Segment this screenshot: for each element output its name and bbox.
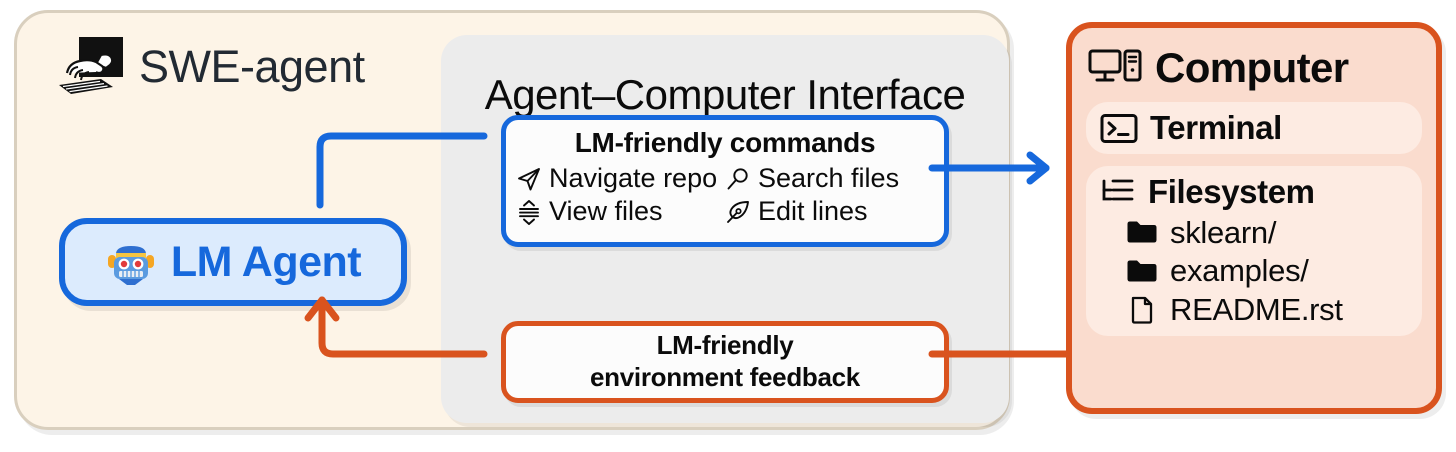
search-icon xyxy=(725,166,751,192)
command-label: Navigate repo xyxy=(549,163,718,193)
pen-nib-icon xyxy=(725,199,751,225)
filesystem-entry[interactable]: examples/ xyxy=(1100,253,1408,289)
terminal-prompt-icon xyxy=(1100,113,1138,144)
terminal-label: Terminal xyxy=(1150,109,1282,146)
command-label: Search files xyxy=(758,163,900,193)
computer-header: Computer xyxy=(1088,46,1436,90)
lm-agent-node[interactable]: LM Agent xyxy=(59,218,407,306)
filesystem-label: Filesystem xyxy=(1148,173,1315,211)
aci-title: Agent–Computer Interface xyxy=(484,71,966,118)
desktop-tower-icon xyxy=(1088,46,1142,90)
swe-agent-panel: SWE-agent Agent–Computer Interface xyxy=(14,10,1010,430)
navigate-icon xyxy=(516,166,542,192)
folder-icon xyxy=(1126,258,1158,284)
lm-friendly-feedback-box: LM-friendly environment feedback xyxy=(501,321,949,403)
filesystem-entry-name: examples/ xyxy=(1170,253,1309,289)
command-view-files[interactable]: View files xyxy=(516,196,725,227)
filesystem-entry-name: sklearn/ xyxy=(1170,214,1277,250)
lm-agent-label: LM Agent xyxy=(170,237,362,286)
computer-title: Computer xyxy=(1155,44,1349,91)
filesystem-entries: sklearn/ examples/ xyxy=(1100,215,1408,328)
command-search-files[interactable]: Search files xyxy=(725,163,934,194)
commands-box-title: LM-friendly commands xyxy=(574,127,876,158)
monitor-hand-keyboard-icon xyxy=(57,35,125,97)
filesystem-pill[interactable]: Filesystem sklearn/ xyxy=(1086,166,1422,336)
filesystem-header: Filesystem xyxy=(1100,173,1408,211)
view-scroll-icon xyxy=(516,199,542,225)
robot-emoji-icon xyxy=(105,236,157,288)
swe-agent-header: SWE-agent xyxy=(57,35,365,97)
folder-icon xyxy=(1126,219,1158,245)
command-navigate-repo[interactable]: Navigate repo xyxy=(516,163,725,194)
command-label: View files xyxy=(549,196,663,227)
swe-agent-title: SWE-agent xyxy=(139,40,365,92)
file-icon xyxy=(1126,296,1158,324)
command-edit-lines[interactable]: Edit lines xyxy=(725,196,934,227)
lm-friendly-commands-box: LM-friendly commands Navigate repo xyxy=(501,115,949,247)
terminal-header: Terminal xyxy=(1100,109,1408,146)
filesystem-entry-name: README.rst xyxy=(1170,291,1343,327)
feedback-line-2: environment feedback xyxy=(590,362,860,392)
feedback-line-1: LM-friendly xyxy=(656,330,794,361)
command-label: Edit lines xyxy=(758,196,868,227)
terminal-pill[interactable]: Terminal xyxy=(1086,102,1422,155)
file-tree-icon xyxy=(1100,177,1136,207)
computer-panel: Computer Terminal xyxy=(1066,22,1442,414)
filesystem-entry[interactable]: sklearn/ xyxy=(1100,215,1408,251)
filesystem-entry[interactable]: README.rst xyxy=(1100,292,1408,328)
commands-grid: Navigate repo Search files xyxy=(506,163,944,227)
